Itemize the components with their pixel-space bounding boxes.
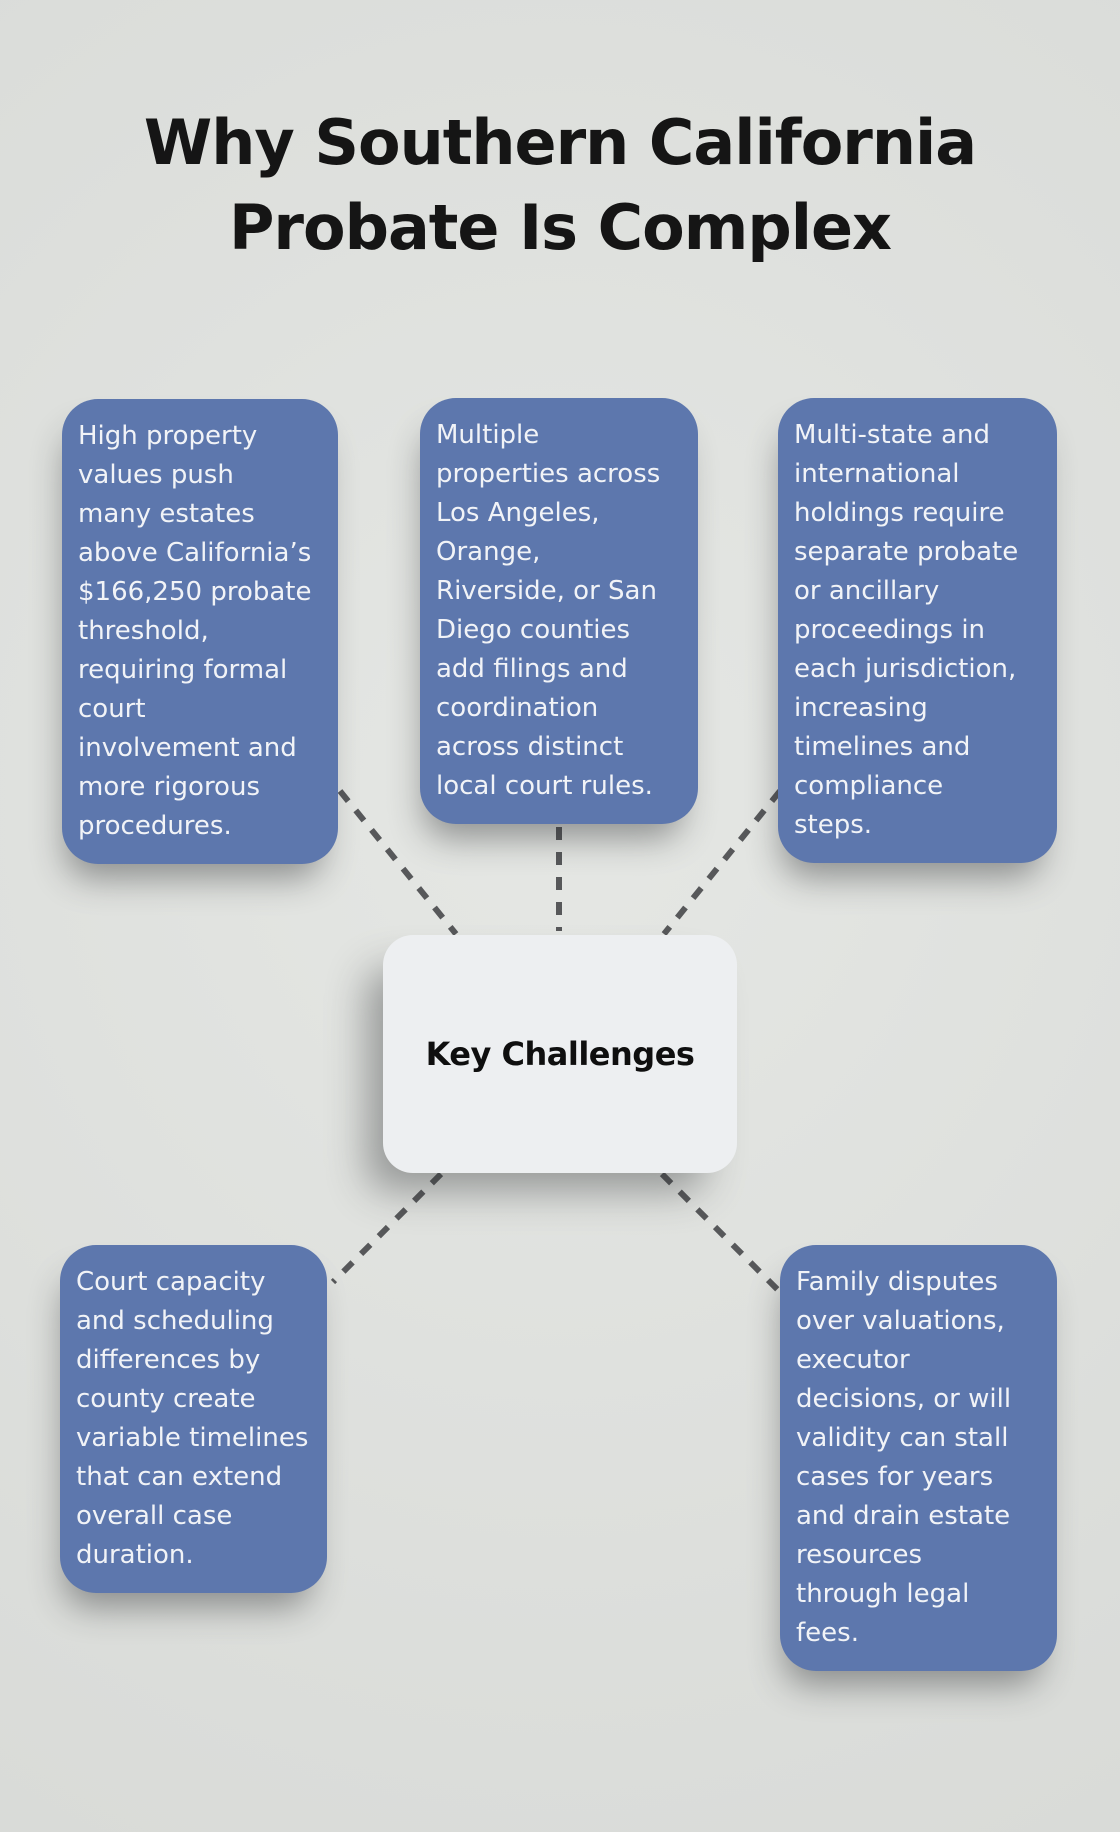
connector-card3-to-center [661, 789, 783, 936]
challenge-card-family-disputes: Family disputes over valuations, executo… [780, 1245, 1057, 1671]
connector-center-to-card5 [659, 1171, 781, 1293]
challenge-card-court-capacity: Court capacity and scheduling difference… [60, 1245, 327, 1593]
challenge-card-multiple-properties: Multiple properties across Los Angeles, … [420, 398, 698, 824]
challenge-card-high-property-values: High property values push many estates a… [62, 399, 338, 864]
key-challenges-node: Key Challenges [383, 935, 737, 1173]
challenge-card-multi-state-holdings: Multi-state and international holdings r… [778, 398, 1057, 863]
page-title: Why Southern California Probate Is Compl… [143, 106, 977, 264]
connector-card1-to-center [337, 789, 459, 936]
key-challenges-label: Key Challenges [425, 1035, 695, 1073]
connector-center-to-card4 [330, 1171, 444, 1285]
